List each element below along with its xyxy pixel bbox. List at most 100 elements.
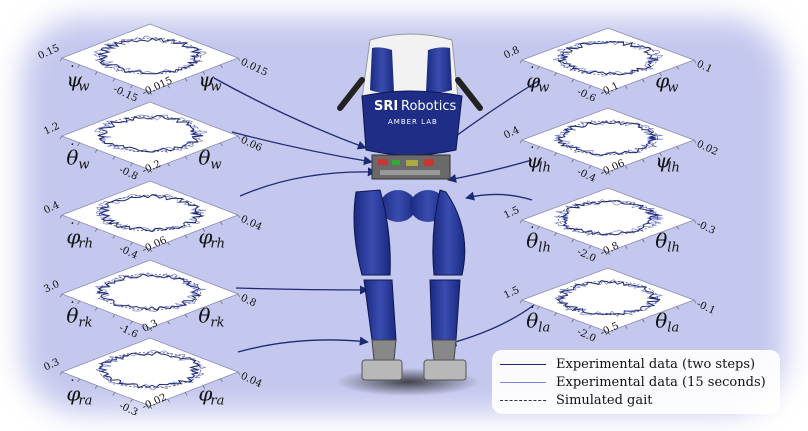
arrow-theta_w (231, 131, 373, 166)
axis-tick (149, 169, 153, 174)
velocity-dot: · (70, 296, 74, 311)
velocity-dot: · (70, 138, 74, 153)
axis-tick (536, 226, 540, 230)
axis-subscript: lh (667, 161, 680, 176)
axis-tick (59, 293, 63, 298)
axis-tick (149, 91, 153, 96)
axis-tick (59, 57, 63, 62)
axis-tick (536, 66, 540, 70)
axis-tick (94, 385, 98, 389)
arrow-phi_ra (237, 336, 369, 353)
axis-tick (237, 135, 241, 140)
axis-tick (167, 399, 170, 403)
axis-tick (554, 152, 557, 156)
axis-subscript: rk (210, 316, 224, 331)
axis-tick (624, 85, 628, 89)
velocity-dot: · (70, 374, 74, 389)
axis-symbol-velocity: θ (526, 309, 538, 333)
axis-tick (220, 221, 223, 225)
arrow-theta_lh (465, 191, 533, 201)
arrow-psi_lh (447, 159, 533, 183)
legend-swatch-simulated (500, 399, 546, 401)
axis-tick (147, 169, 151, 174)
axis-tick (167, 163, 170, 167)
trajectory-two-steps (99, 194, 204, 233)
legend-item-simulated: Simulated gait (500, 392, 653, 408)
axis-subscript: rh (78, 237, 93, 252)
axis-tick (202, 71, 206, 75)
robot-illustration: SRI Robotics AMBER LAB (336, 33, 483, 396)
axis-subscript: ra (78, 394, 92, 409)
axis-tick (624, 165, 628, 169)
legend-label: Simulated gait (556, 392, 653, 408)
axis-symbol-position: φ (198, 225, 212, 249)
axis-tick (59, 214, 63, 219)
axis-tick (59, 135, 63, 140)
arrow-theta_rk (235, 285, 369, 295)
axis-tick (554, 232, 557, 236)
axis-subscript: w (78, 158, 89, 173)
trajectory-two-steps (557, 120, 658, 156)
axis-tick (94, 307, 98, 311)
axis-tick (624, 245, 628, 249)
arrow-group (213, 77, 541, 353)
axis-tick (77, 300, 80, 304)
axis-symbol-position: θ (655, 309, 667, 333)
axis-tick (519, 219, 523, 224)
logo-amber-lab: AMBER LAB (388, 118, 438, 126)
axis-tick (693, 139, 697, 144)
axis-tick (167, 321, 170, 325)
axis-tick (130, 321, 133, 325)
axis-tick (693, 59, 697, 64)
axis-tick (676, 146, 680, 150)
axis-tick (571, 79, 574, 83)
legend-label: Experimental data (15 seconds) (556, 374, 766, 390)
axis-tick (554, 312, 557, 316)
trajectory-two-steps (98, 37, 201, 75)
axis-subscript: w (210, 80, 221, 95)
axis-symbol-position: ψ (198, 68, 214, 92)
axis-tick (77, 64, 80, 68)
axis-tick (642, 159, 645, 163)
axis-tick (693, 219, 697, 224)
axis-tick (112, 314, 116, 318)
axis-tick (571, 159, 574, 163)
axis-tick (130, 85, 133, 89)
logo-robotics: Robotics (401, 99, 456, 114)
trajectory-simulated (98, 37, 202, 75)
axis-tick (184, 392, 188, 396)
axis-tick (642, 319, 645, 323)
axis-tick (237, 371, 241, 376)
trajectory-simulated (98, 194, 202, 232)
axis-tick (220, 300, 223, 304)
axis-tick (220, 378, 223, 382)
axis-tick (184, 235, 188, 239)
velocity-dot: · (70, 60, 74, 75)
axis-subscript: rk (78, 316, 92, 331)
logo-sri: SRI (374, 99, 398, 114)
axis-tick (184, 156, 188, 160)
axis-symbol-position: θ (198, 146, 210, 170)
trajectory-two-steps (555, 280, 661, 316)
velocity-dot: · (70, 217, 74, 232)
axis-tick (77, 378, 80, 382)
trajectory-two-steps (97, 115, 204, 153)
axis-subscript: w (210, 158, 221, 173)
axis-tick (59, 371, 63, 376)
axis-symbol-velocity: φ (66, 225, 80, 249)
axis-symbol-position: φ (198, 382, 212, 406)
axis-tick (130, 242, 133, 246)
axis-symbol-velocity: ψ (66, 68, 82, 92)
axis-tick (571, 319, 574, 323)
trajectory-two-steps (557, 41, 659, 76)
axis-tick (642, 79, 645, 83)
axis-tick (130, 399, 133, 403)
axis-tick (94, 149, 98, 153)
axis-tick (112, 78, 116, 82)
axis-tick (659, 312, 662, 316)
axis-tick (149, 248, 153, 253)
axis-tick (149, 405, 153, 410)
